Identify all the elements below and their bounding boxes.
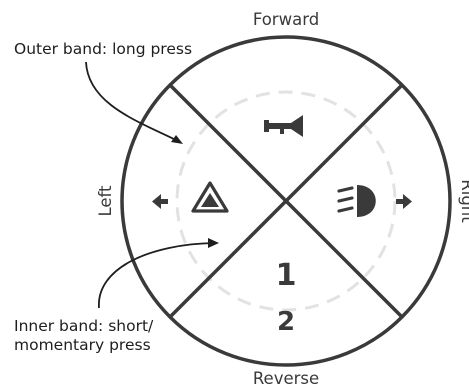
outer-band-callout-arrow bbox=[85, 61, 181, 143]
headlight-icon bbox=[337, 185, 376, 217]
gear-number-1: 1 bbox=[276, 258, 297, 293]
left-label: Left bbox=[96, 185, 115, 217]
left-arrow-icon bbox=[152, 194, 168, 209]
inner-band-ring bbox=[175, 90, 397, 312]
right-label: Right bbox=[458, 179, 469, 223]
inner-band-callout-label-line2: momentary press bbox=[14, 336, 151, 354]
divider-diagonal-b bbox=[168, 83, 404, 319]
reverse-label: Reverse bbox=[253, 369, 319, 388]
gear-number-2: 2 bbox=[277, 307, 295, 337]
hazard-warning-icon bbox=[191, 181, 229, 213]
horn-icon bbox=[264, 115, 303, 137]
inner-band-callout-arrow bbox=[98, 242, 216, 309]
inner-band-arrowhead bbox=[208, 238, 219, 248]
outer-band-arrowhead bbox=[171, 135, 183, 144]
inner-band-callout-label-line1: Inner band: short/ bbox=[14, 317, 154, 335]
forward-label: Forward bbox=[253, 10, 319, 29]
outer-ring bbox=[120, 35, 452, 367]
outer-band-callout-label: Outer band: long press bbox=[14, 40, 192, 58]
right-arrow-icon bbox=[396, 194, 412, 209]
